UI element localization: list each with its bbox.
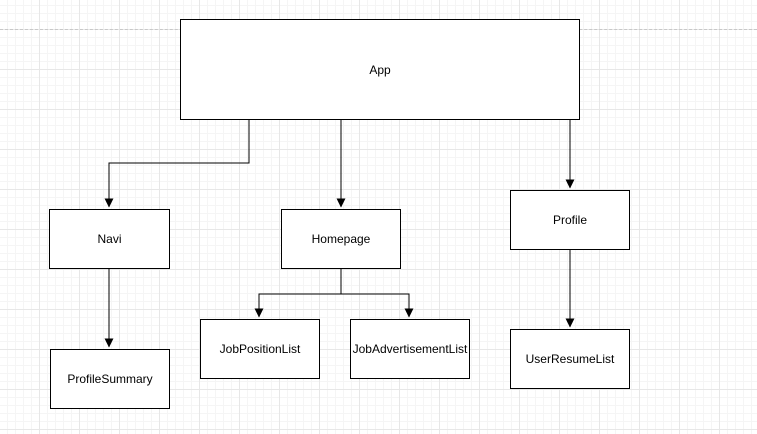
node-app-label: App xyxy=(369,62,391,77)
node-userresumelist-label: UserResumeList xyxy=(525,352,615,366)
node-jobadvertisementlist[interactable]: JobAdvertisementList xyxy=(350,319,470,379)
node-profilesummary-label: ProfileSummary xyxy=(67,372,153,386)
node-userresumelist[interactable]: UserResumeList xyxy=(510,329,630,389)
node-homepage[interactable]: Homepage xyxy=(281,209,401,269)
node-homepage-label: Homepage xyxy=(311,232,371,246)
node-navi[interactable]: Navi xyxy=(49,209,170,269)
node-app[interactable]: App xyxy=(180,19,580,120)
node-jobpositionlist[interactable]: JobPositionList xyxy=(200,319,320,379)
node-navi-label: Navi xyxy=(97,232,122,246)
node-profilesummary[interactable]: ProfileSummary xyxy=(50,349,170,409)
node-profile[interactable]: Profile xyxy=(510,190,630,250)
edge-homepage-to-jobadvertisementlist[interactable] xyxy=(340,269,414,318)
node-profile-label: Profile xyxy=(552,213,587,227)
edge-app-to-navi[interactable] xyxy=(104,120,250,208)
node-jobpositionlist-label: JobPositionList xyxy=(219,342,301,356)
edge-homepage-to-jobpositionlist[interactable] xyxy=(254,269,342,318)
node-jobadvertisementlist-label: JobAdvertisementList xyxy=(352,342,468,356)
